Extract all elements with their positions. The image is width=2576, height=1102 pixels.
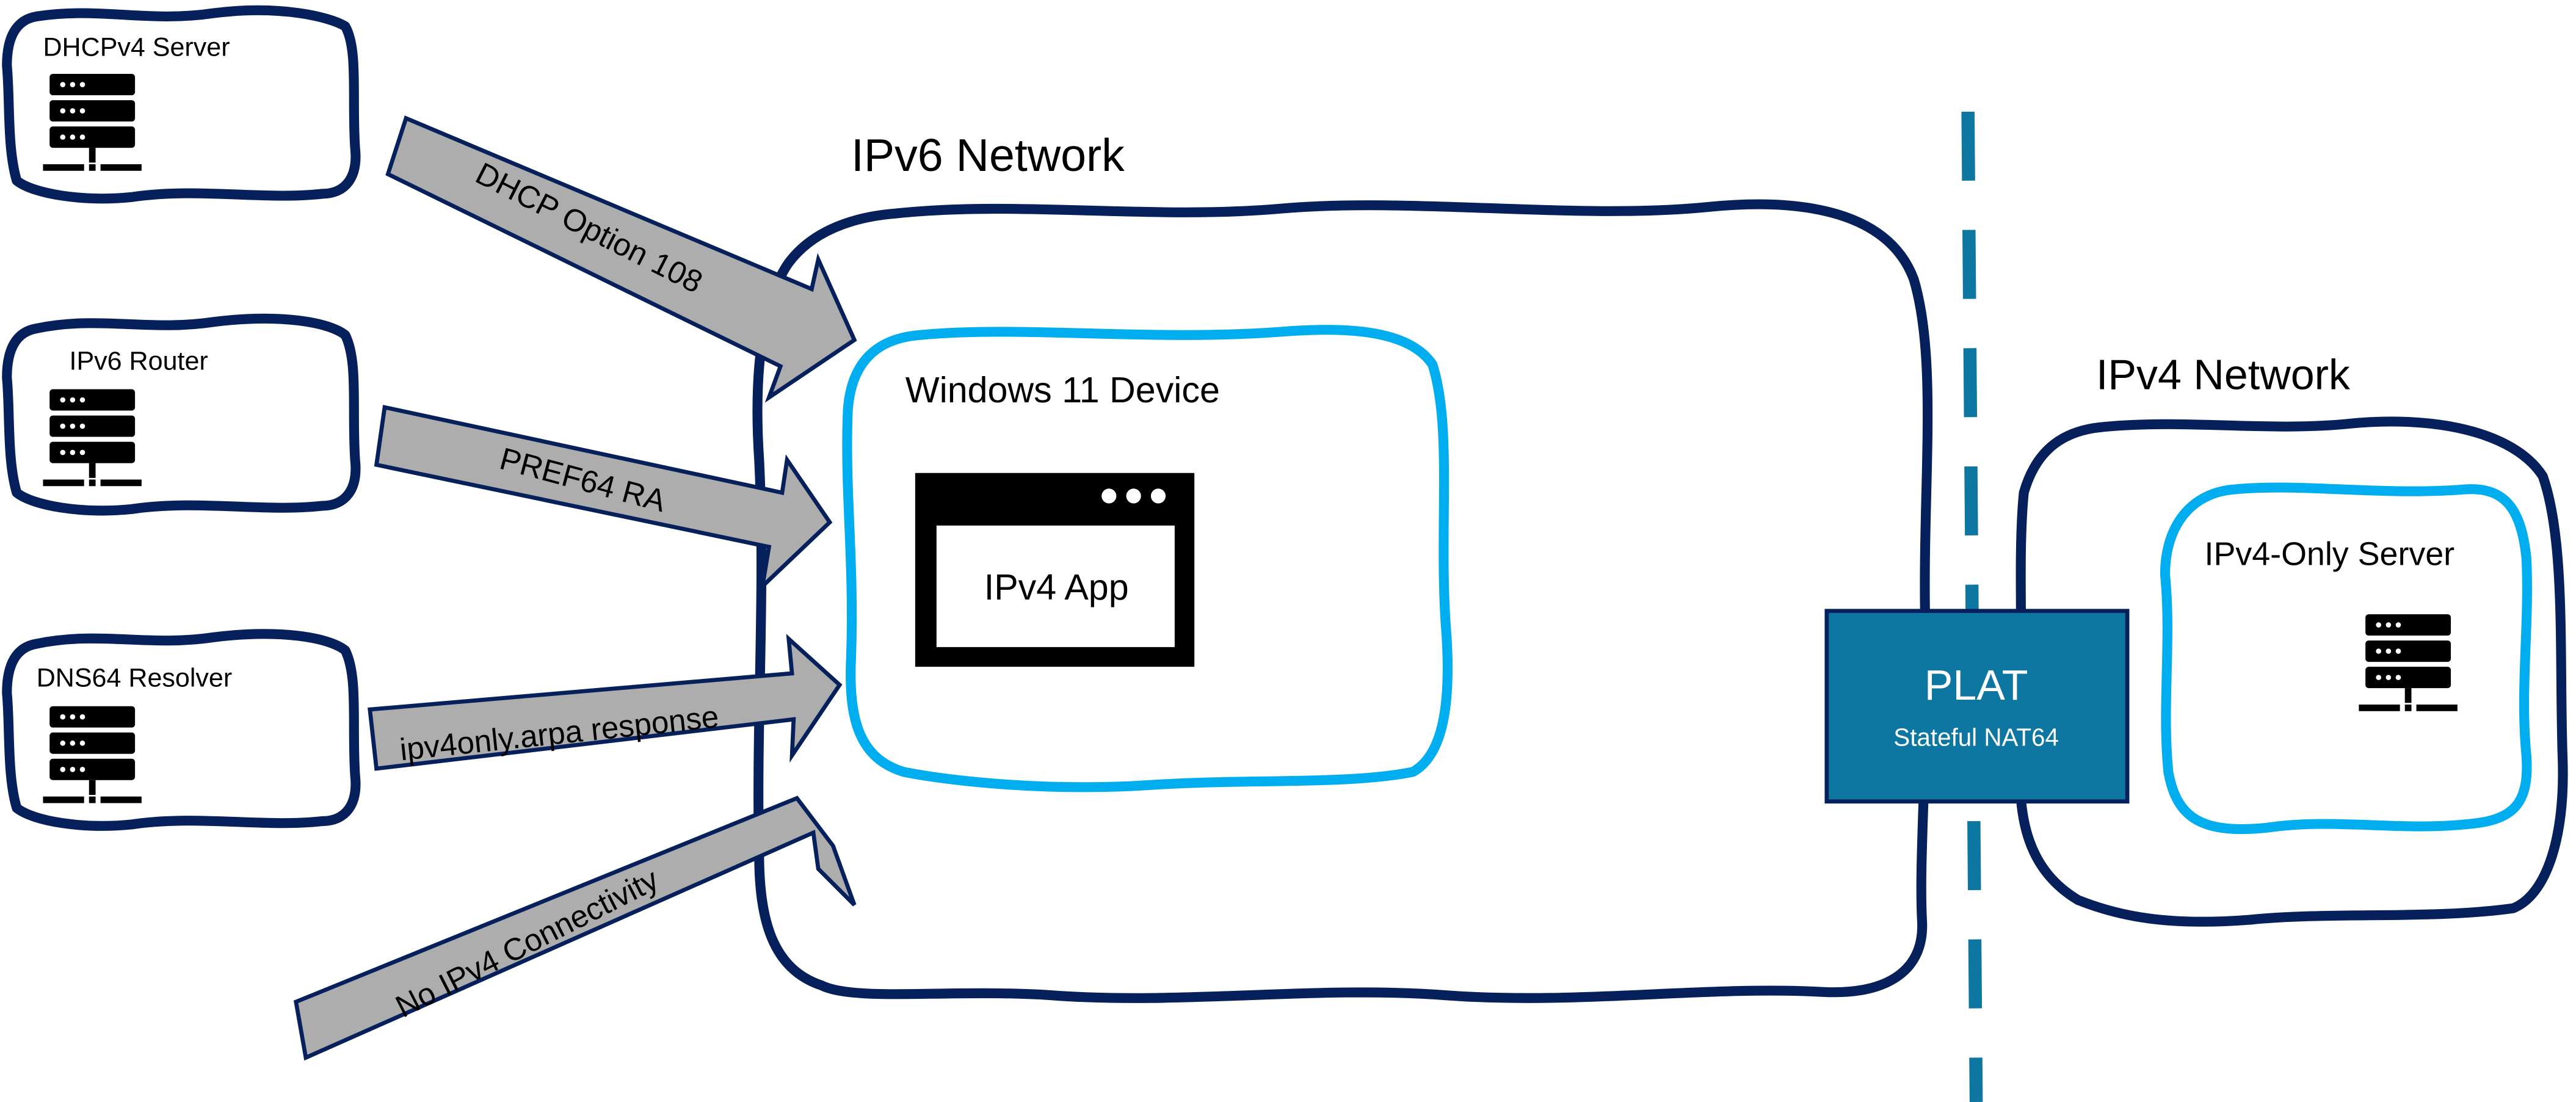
arrow-shape xyxy=(385,115,857,403)
network-boundary-line xyxy=(1961,111,1983,1102)
plat-box: PLAT Stateful NAT64 xyxy=(1824,609,2130,804)
source-box-outline xyxy=(2,629,361,831)
source-dhcpv4-server: DHCPv4 Server xyxy=(2,5,361,204)
device-title: Windows 11 Device xyxy=(905,369,1220,410)
arrow-shape xyxy=(293,796,857,1061)
plat-subtitle: Stateful NAT64 xyxy=(1893,723,2059,751)
plat-rect xyxy=(1824,609,2130,804)
arrow-shape xyxy=(368,634,843,771)
server-outline xyxy=(2160,482,2532,835)
plat-title: PLAT xyxy=(1925,661,2028,709)
arrow-shape xyxy=(374,405,833,592)
ipv6-network: IPv6 Network Windows 11 Device IPv4 App xyxy=(752,129,1933,1003)
arrow-dhcp-option-108: DHCP Option 108 xyxy=(385,115,857,403)
source-label: DHCPv4 Server xyxy=(43,32,230,62)
source-label: IPv6 Router xyxy=(70,346,208,375)
windows-11-device: Windows 11 Device IPv4 App xyxy=(842,325,1453,792)
server-icon xyxy=(43,389,142,487)
source-dns64-resolver: DNS64 Resolver xyxy=(2,629,361,831)
ipv4-only-server: IPv4-Only Server xyxy=(2160,482,2532,835)
ipv6-network-outline xyxy=(752,199,1933,1003)
ipv6-network-title: IPv6 Network xyxy=(851,129,1125,181)
app-window-icon xyxy=(915,473,1195,667)
ipv4-network-title: IPv4 Network xyxy=(2096,351,2351,399)
server-icon xyxy=(43,706,142,803)
source-label: DNS64 Resolver xyxy=(37,663,232,692)
arrow-label: No IPv4 Connectivity xyxy=(390,861,664,1024)
server-icon xyxy=(43,74,142,171)
source-box-outline xyxy=(2,5,361,204)
source-ipv6-router: IPv6 Router xyxy=(2,313,361,516)
arrow-ipv4only-arpa-response: ipv4only.arpa response xyxy=(368,634,843,771)
server-label: IPv4-Only Server xyxy=(2205,535,2455,572)
source-box-outline xyxy=(2,313,361,516)
app-label: IPv4 App xyxy=(984,567,1129,607)
